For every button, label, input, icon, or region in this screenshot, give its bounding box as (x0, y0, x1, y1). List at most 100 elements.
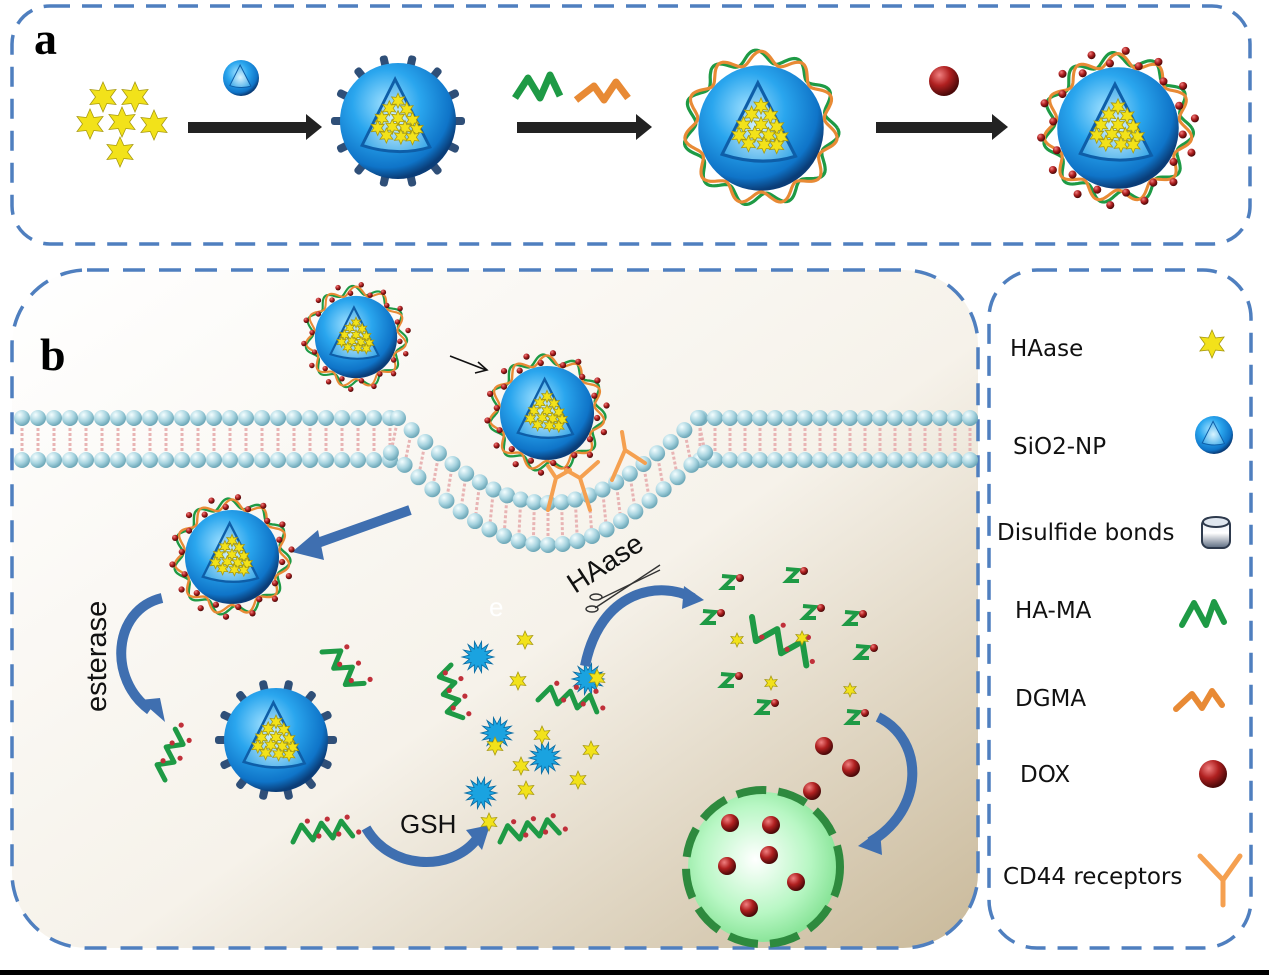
haase-star-icon (379, 127, 394, 144)
dox-sphere-icon (169, 561, 176, 568)
dox-sphere-icon (315, 311, 322, 317)
dox-sphere-icon (1140, 196, 1149, 205)
silica-fragment-icon (570, 661, 606, 697)
coated-np-icon (682, 48, 841, 207)
haase-star-icon (218, 539, 232, 554)
haase-star-icon (1110, 97, 1126, 116)
legend-frame (987, 268, 1253, 950)
dox-sphere-icon (1190, 114, 1199, 123)
dox-sphere-icon (861, 709, 869, 717)
haase-star-icon (1199, 329, 1225, 359)
haase-star-icon (251, 738, 265, 754)
haase-star-icon (1113, 135, 1129, 154)
dgma-coating (683, 49, 839, 204)
dox-sphere-icon (586, 436, 594, 443)
dox-sphere-icon (322, 365, 328, 372)
dox-sphere-icon (771, 699, 779, 707)
haase-star-icon (76, 108, 104, 140)
dox-sphere-icon (377, 371, 383, 377)
cd44-receptors (546, 430, 647, 512)
haase-star-icon (390, 109, 406, 127)
dox-sphere-icon (276, 536, 283, 543)
haase-star-icon (795, 630, 809, 646)
ha-fragment (699, 609, 725, 625)
incoming-np-icon (301, 282, 411, 392)
haase-star-icon (753, 115, 769, 135)
dox-sphere-icon (197, 605, 204, 612)
dox-sphere-icon (384, 302, 390, 309)
dox-sphere-icon (859, 610, 867, 618)
sio2-np-core (1057, 67, 1179, 189)
legend-item: HA-MA (1015, 598, 1227, 628)
silica-fragment-icon (479, 715, 515, 751)
haase-star-icon (336, 335, 348, 349)
dox-sphere-icon (1087, 51, 1096, 60)
nuclear-entry-arrow (858, 712, 918, 855)
haase-star-icon (1104, 125, 1120, 143)
dox-sphere-icon (603, 402, 610, 409)
dox-sphere-icon (172, 534, 179, 541)
panel-b: b esterase HAase GSH e (10, 268, 980, 950)
dox-sphere-icon (1058, 90, 1067, 99)
dox-sphere-icon (550, 459, 557, 467)
dox-sphere-icon (329, 297, 335, 303)
dox-sphere-icon (721, 814, 739, 832)
process-arrow (188, 114, 322, 140)
haase-star-icon (352, 341, 364, 355)
dox-sphere-icon (285, 573, 292, 580)
panel-b-content (14, 282, 978, 948)
sio2-np-core (184, 509, 280, 605)
dox-sphere-icon (736, 574, 744, 582)
degraded-ha-ma-chain (436, 662, 472, 721)
ha-ma-chain-icon (1179, 599, 1227, 628)
legend-label-dgma: DGMA (1015, 686, 1086, 712)
haase-star-icon (140, 109, 168, 141)
dox-sphere-icon (549, 350, 557, 357)
haase-arrow (580, 585, 704, 668)
haase-star-cluster-icon (76, 81, 168, 168)
cutaway-core (229, 63, 252, 88)
dox-sphere-icon (185, 527, 193, 534)
panel-a: a (10, 4, 1252, 246)
legend-item: SiO2-NP (1013, 416, 1233, 460)
dox-sphere-icon (929, 66, 959, 96)
sio2-np-core (314, 295, 398, 379)
legend-item: HAase (1010, 329, 1225, 362)
dox-sphere-icon (309, 329, 315, 336)
esterase-label: esterase (81, 601, 113, 712)
dox-sphere-icon (201, 511, 208, 518)
dox-sphere-icon (787, 873, 805, 891)
haase-star-icon (743, 104, 760, 124)
haase-star-icon (264, 737, 278, 754)
haase-star-icon (536, 410, 549, 425)
cd44-receptor-icon (610, 430, 647, 482)
scissors-icon (585, 564, 661, 613)
released-ha-ma-chain (319, 644, 373, 688)
cutaway-core (1201, 420, 1226, 446)
dox-sphere-icon (279, 558, 286, 566)
haase-star-icon (346, 334, 358, 348)
haase-star-icon (269, 729, 283, 746)
haase-star-icon (225, 533, 239, 548)
dox-sphere-icon (367, 292, 373, 298)
dox-sphere-icon (591, 392, 598, 399)
haase-star-icon (221, 554, 234, 569)
dox-sphere-icon (815, 737, 833, 755)
silica-fragment-icon (527, 740, 563, 776)
dox-sphere-icon (523, 353, 530, 360)
haase-star-icon (342, 340, 354, 354)
panel-b-label: b (40, 329, 66, 380)
dox-sphere-icon (594, 414, 601, 422)
dox-sphere-icon (1052, 146, 1061, 155)
dox-sphere-icon (594, 377, 601, 384)
dox-sphere-icon (208, 497, 215, 504)
dox-sphere-icon (500, 383, 508, 390)
dox-sphere-icon (1159, 77, 1168, 86)
haase-star-icon (269, 713, 283, 730)
panel-a-content (76, 46, 1199, 210)
dox-sphere-icon (1175, 101, 1184, 110)
haase-star-icon (1089, 126, 1105, 145)
legend-label-ha-ma: HA-MA (1015, 598, 1092, 624)
legend-item: DGMA (1015, 686, 1225, 712)
dox-sphere-icon (380, 289, 387, 295)
